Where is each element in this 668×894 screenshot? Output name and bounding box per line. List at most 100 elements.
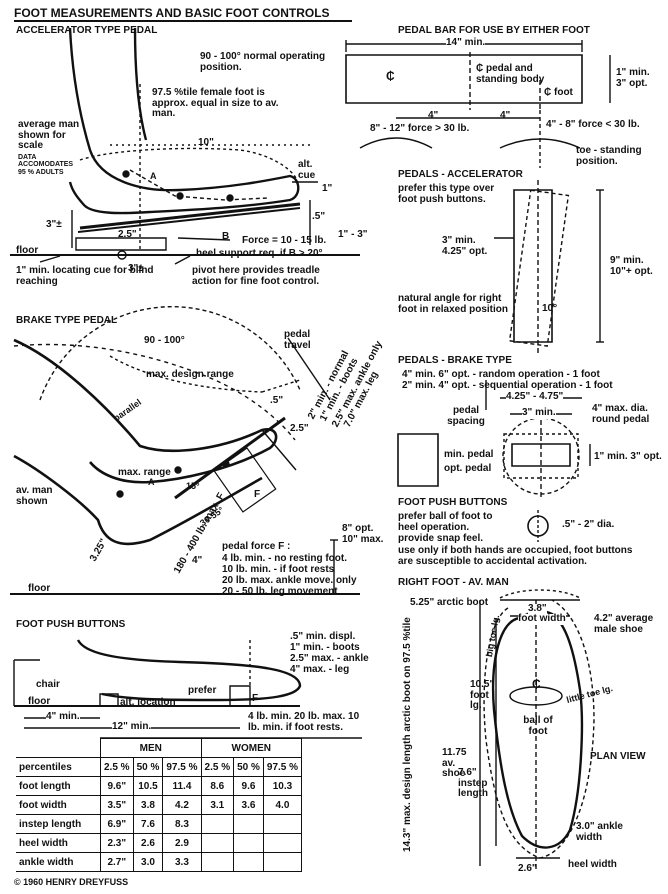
table-cell: 9.6" (100, 776, 134, 796)
sequential-op-label: 2" min. 4" opt. - sequential operation -… (402, 380, 613, 391)
table-cell: 11.4 (162, 776, 202, 796)
table-cell: 3.5" (100, 795, 134, 815)
row-label: foot width (16, 795, 101, 815)
row-label: instep length (16, 814, 101, 834)
data-accommodates-label: DATA ACCOMODATES 95 % ADULTS (18, 154, 74, 176)
female-note-label: 97.5 %tile female foot is approx. equal … (152, 87, 279, 119)
pedal-bar-toe-label: toe - standing position. (576, 145, 642, 167)
percentile-row: percentiles 2.5 % 50 % 97.5 % 2.5 % 50 %… (16, 757, 303, 777)
foot-width-label: foot width (518, 613, 566, 625)
foot-buttons-note-2: use only if both hands are occupied, foo… (398, 545, 633, 556)
table-group-row: MEN WOMEN (16, 738, 303, 758)
pedal-force-1: 10 lb. min. - if foot rests (222, 564, 335, 575)
men-group-header: MEN (100, 738, 202, 758)
accel-force-label: Force = 10 - 15 lb. (242, 235, 327, 246)
alt-location-label: alt. location (120, 697, 176, 708)
table-cell (262, 852, 303, 872)
table-cell (200, 833, 235, 853)
row-label: foot length (16, 776, 101, 796)
table-cell: 6.9" (100, 814, 134, 834)
average-shoe-label: 4.2" average male shoe (594, 613, 654, 635)
pedal-bar-force-right-label: 4" - 8" force < 30 lb. (546, 119, 640, 130)
table-row: foot length 9.6" 10.5 11.4 8.6 9.6 10.3 (16, 776, 303, 796)
pedal-bar-heading: PEDAL BAR FOR USE BY EITHER FOOT (398, 25, 590, 36)
brake-opt-label: 8" opt. 10" max. (342, 523, 384, 545)
right-foot-heading: RIGHT FOOT - AV. MAN (398, 577, 509, 588)
women-group-header: WOMEN (200, 738, 303, 758)
four-min-label: 4" min. (46, 711, 80, 723)
table-cell: 2.7" (100, 852, 134, 872)
brake-4-label: 4" (192, 555, 203, 566)
plan-view-label: PLAN VIEW (590, 751, 646, 762)
pct-women-97-5: 97.5 % (262, 757, 303, 777)
fb-force-label: 4 lb. min. 20 lb. max. 10 lb. min. if fo… (248, 711, 360, 733)
angle-b-label: B (222, 231, 230, 242)
foot-buttons-right-heading: FOOT PUSH BUTTONS (398, 497, 508, 508)
dim-1-3-label: 1" - 3" (338, 229, 368, 240)
page-title: FOOT MEASUREMENTS AND BASIC FOOT CONTROL… (14, 6, 330, 20)
max-range-label: max. range (118, 467, 171, 478)
spacing-range-label: 4.25" - 4.75" (506, 391, 564, 403)
angle-10-label: 10° (542, 303, 558, 314)
accel-floor-label: floor (16, 245, 39, 256)
chair-label: chair (36, 679, 60, 690)
prefer-type-label: prefer this type over foot push buttons. (398, 183, 495, 205)
natural-angle-label: natural angle for right foot in relaxed … (398, 293, 509, 315)
table-cell: 9.6 (233, 776, 264, 796)
foot-cl-label: ₵ (532, 677, 541, 691)
three-min-label: 3" min. (522, 407, 556, 419)
table-row: heel width 2.3" 2.6 2.9 (16, 833, 303, 853)
table-cell: 3.0 (132, 852, 164, 872)
table-cell: 2.9 (162, 833, 202, 853)
foot-width-dim-label: 3.8" (528, 603, 547, 615)
table-cell: 10.3 (262, 776, 303, 796)
prefer-label: prefer (188, 685, 217, 696)
table-cell: 4.2 (162, 795, 202, 815)
table-cell: 4.0 (262, 795, 303, 815)
copyright-label: © 1960 HENRY DREYFUSS (14, 877, 129, 887)
pct-men-50: 50 % (132, 757, 164, 777)
pedal-bar-width-label: 14" min. (446, 37, 486, 49)
min-pedal-label: min. pedal (444, 449, 494, 460)
foot-buttons-note-1: provide snap feel. (398, 533, 484, 544)
alt-cue-label: alt. cue (298, 159, 316, 181)
brake-heading: BRAKE TYPE PEDAL (16, 315, 118, 326)
foot-buttons-note-3: are susceptible to accidental activation… (398, 556, 587, 567)
pct-women-2-5: 2.5 % (200, 757, 235, 777)
pedals-brake-heading: PEDALS - BRAKE TYPE (398, 355, 512, 366)
accelerator-heading: ACCELERATOR TYPE PEDAL (16, 25, 158, 36)
brake-pedal-height-label: 1" min. 3" opt. (594, 451, 662, 462)
brake-2-5-label: 2.5" (290, 423, 309, 434)
pedal-bar-cl-foot-label: ₵ foot (544, 87, 573, 98)
opt-pedal-label: opt. pedal (444, 463, 492, 474)
table-cell (262, 814, 303, 834)
av-shoe-label: 11.75 av. shoe (442, 747, 467, 779)
arctic-boot-label: 5.25" arctic boot (410, 597, 489, 608)
dim-1-label: 1" (322, 183, 333, 194)
brake-0-5-label: .5" (270, 395, 284, 406)
table-cell (200, 814, 235, 834)
brake-f-label: F (254, 489, 261, 500)
heel-dim-label: 2.6" (518, 863, 537, 874)
table-cell: 7.6 (132, 814, 164, 834)
random-op-label: 4" min. 6" opt. - random operation - 1 f… (402, 369, 600, 380)
dim-3-pm-label: 3"± (128, 263, 144, 274)
ankle-displ-label: 2.5" max. - ankle (290, 653, 369, 664)
accel-length-label: 9" min. 10"+ opt. (610, 255, 653, 277)
fb-floor-label: floor (28, 696, 51, 707)
pct-men-2-5: 2.5 % (100, 757, 134, 777)
row-label: ankle width (16, 852, 101, 872)
table-cell: 3.6 (233, 795, 264, 815)
pedal-bar-4b-label: 4" (500, 110, 511, 121)
heel-support-label: heel support req. if B > 20° (196, 248, 323, 259)
ball-of-foot-label: ball of foot (523, 715, 553, 737)
average-man-label: average man shown for scale (18, 119, 80, 151)
locating-cue-label: 1" min. locating cue for blind reaching (16, 265, 154, 287)
dim-3-label: 3"± (46, 219, 62, 230)
brake-a-label: A (148, 477, 155, 487)
twelve-min-label: 12" min. (112, 721, 152, 733)
displ-label: .5" min. displ. (290, 631, 356, 642)
pedals-brake-drawing (398, 380, 590, 500)
round-pedal-label: 4" max. dia. round pedal (592, 403, 650, 425)
